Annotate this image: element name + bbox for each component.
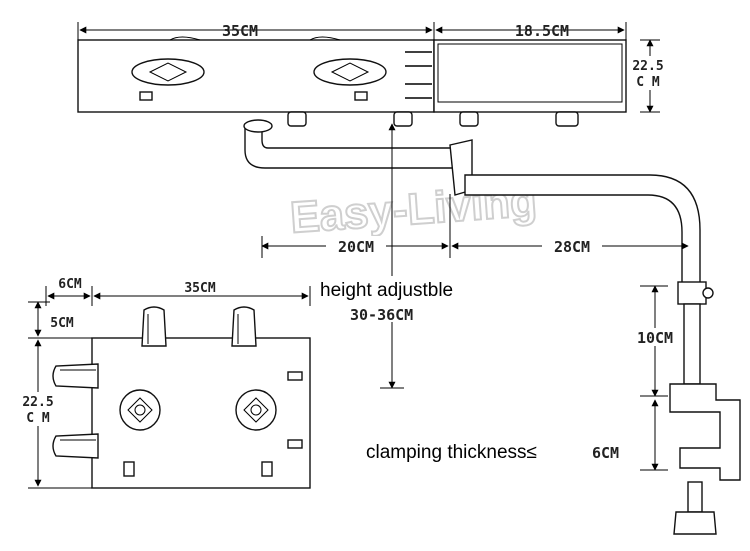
extension-panel-inner	[437, 43, 623, 103]
label-backing	[326, 236, 386, 254]
clip-icon	[354, 91, 368, 101]
stopper-peg-icon	[231, 306, 257, 347]
arm-pivot	[243, 119, 273, 133]
top-tray-drawing	[77, 36, 627, 127]
pole-collar	[677, 281, 707, 305]
arm-segment-2	[464, 174, 701, 286]
vertical-pole	[683, 303, 701, 385]
tray-top-notch-left	[169, 36, 201, 41]
clamp-screw	[687, 481, 703, 513]
tray-top-notch-right	[309, 36, 341, 41]
fan-icon	[119, 389, 161, 431]
clamp-thickness-value: 6CM	[592, 444, 619, 462]
arm-segment-1	[244, 127, 456, 169]
side-peg-icon	[52, 433, 99, 459]
stopper-peg-icon	[141, 306, 167, 347]
clip-icon	[123, 461, 135, 477]
tray-plan-drawing	[52, 306, 311, 489]
tray-feet	[287, 111, 579, 127]
height-adjustable-label: height adjustble	[320, 280, 453, 301]
label-backing	[316, 276, 498, 322]
dim-label-height-line1: 22.5	[632, 59, 663, 74]
label-backing	[630, 328, 682, 346]
dim-label-pole: 10CM	[637, 329, 673, 347]
dim-label-height-line2: C M	[636, 75, 660, 90]
label-backing	[44, 314, 80, 330]
dim-label-top-width: 35CM	[222, 22, 258, 40]
side-slots	[405, 51, 432, 99]
dim-label-arm-left: 20CM	[338, 238, 374, 256]
clamp-knob-icon	[673, 511, 717, 535]
dim-label-tray-width: 35CM	[184, 281, 215, 296]
clamp-thickness-label: clamping thickness≤	[366, 442, 537, 463]
support-arm	[243, 119, 741, 535]
desk-clamp	[669, 383, 741, 481]
height-range-label: 30-36CM	[350, 306, 413, 324]
clip-icon	[139, 91, 153, 101]
fan-left-icon	[131, 58, 205, 86]
dim-label-extension-width: 18.5CM	[515, 22, 569, 40]
dim-label-depth-line2: C M	[26, 411, 50, 426]
fan-right-icon	[313, 58, 387, 86]
side-peg-icon	[52, 363, 99, 389]
dim-label-depth-line1: 22.5	[22, 395, 53, 410]
label-backing	[20, 392, 56, 426]
clip-icon	[287, 371, 303, 381]
dim-label-top-margin: 5CM	[50, 316, 74, 331]
fan-icon	[235, 389, 277, 431]
clip-icon	[287, 439, 303, 449]
clip-icon	[261, 461, 273, 477]
label-backing	[542, 236, 602, 254]
label-backing	[630, 56, 666, 90]
collar-knob-icon	[702, 287, 714, 299]
extension-panel-body	[433, 39, 627, 113]
dim-label-arm-right: 28CM	[554, 238, 590, 256]
dim-label-offset: 6CM	[58, 277, 82, 292]
